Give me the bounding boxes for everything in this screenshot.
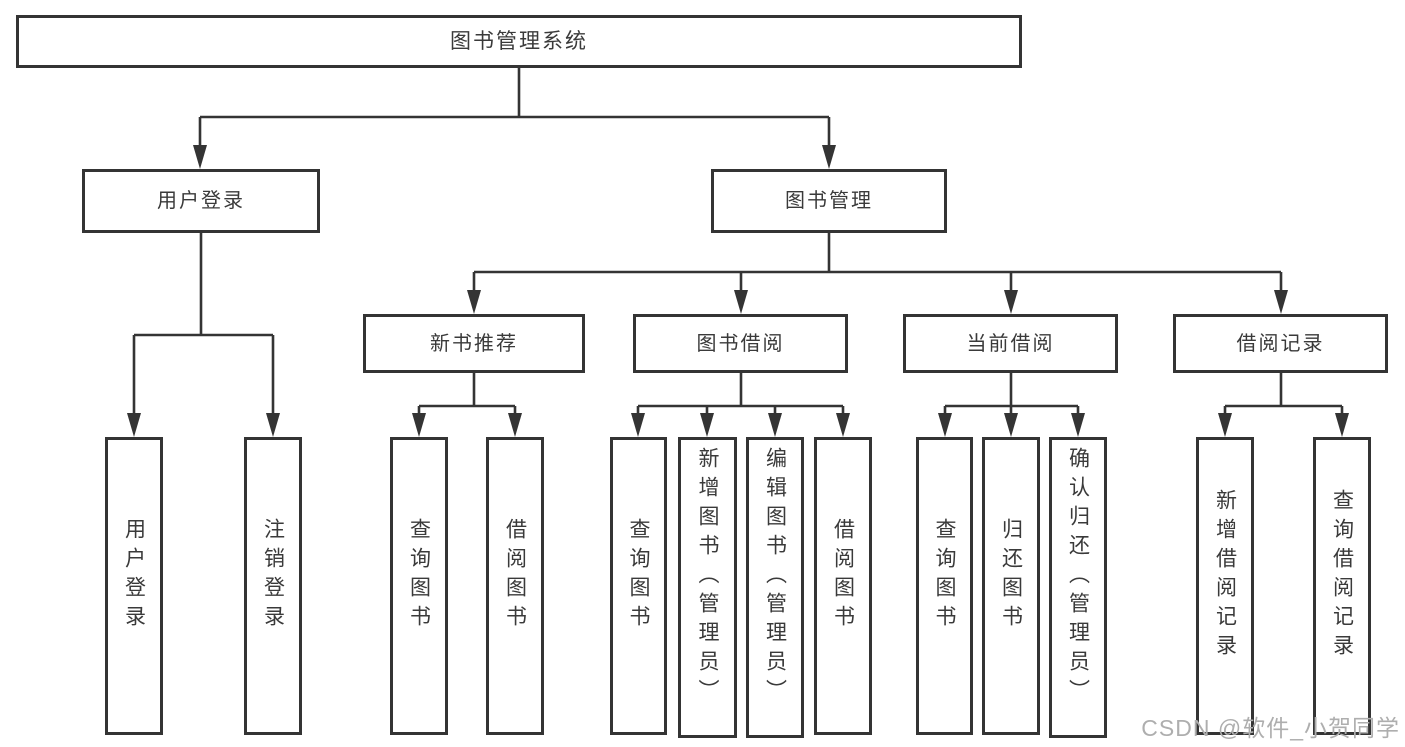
node-library-management-system: 图书管理系统 — [16, 15, 1022, 68]
leaf-add-borrow-record: 新增借阅记录 — [1196, 437, 1254, 735]
tree-connector-lines — [132, 68, 1344, 431]
node-book-borrowing: 图书借阅 — [633, 314, 848, 373]
node-borrowing-records: 借阅记录 — [1173, 314, 1388, 373]
leaf-current-query-book: 查询图书 — [916, 437, 973, 735]
leaf-query-borrow-record: 查询借阅记录 — [1313, 437, 1371, 735]
leaf-return-book: 归还图书 — [982, 437, 1040, 735]
leaf-user-login: 用户登录 — [105, 437, 163, 735]
node-new-book-recommend: 新书推荐 — [363, 314, 585, 373]
leaf-logout: 注销登录 — [244, 437, 302, 735]
leaf-recommend-borrow-book: 借阅图书 — [486, 437, 544, 735]
csdn-watermark: CSDN @软件_小贺同学 — [1141, 715, 1400, 741]
node-user-login: 用户登录 — [82, 169, 320, 233]
leaf-borrowing-query-book: 查询图书 — [610, 437, 667, 735]
leaf-borrowing-borrow-book: 借阅图书 — [814, 437, 872, 735]
leaf-add-book-admin: 新增图书（管理员） — [678, 437, 737, 738]
leaf-recommend-query-book: 查询图书 — [390, 437, 448, 735]
node-book-management: 图书管理 — [711, 169, 947, 233]
node-current-borrowing: 当前借阅 — [903, 314, 1118, 373]
leaf-confirm-return-admin: 确认归还（管理员） — [1049, 437, 1107, 738]
leaf-edit-book-admin: 编辑图书（管理员） — [746, 437, 804, 738]
